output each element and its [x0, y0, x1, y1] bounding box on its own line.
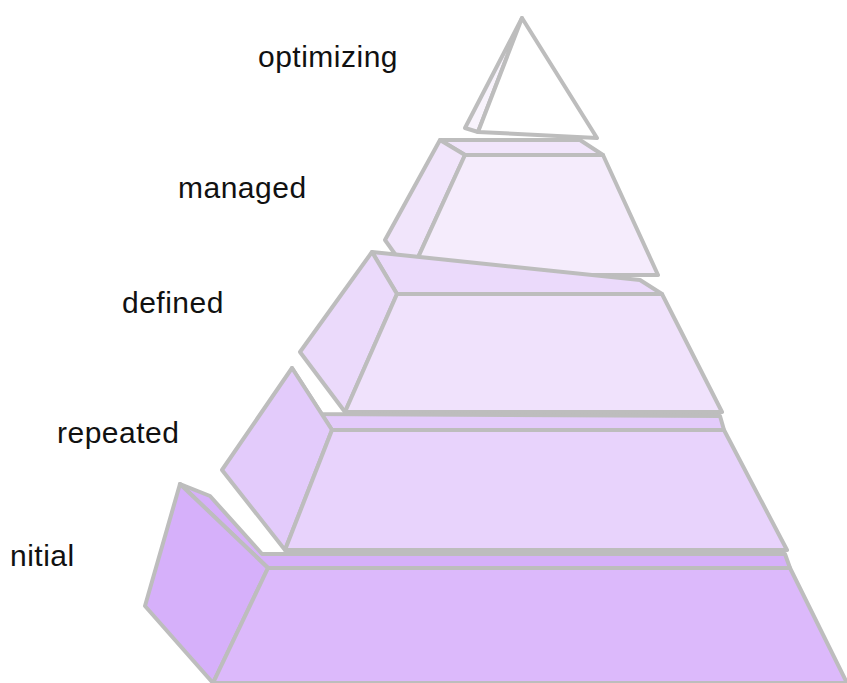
pyramid-level: defined: [0, 252, 847, 412]
layer-top-face: [292, 368, 724, 430]
pyramid-level: repeated: [0, 368, 847, 550]
pyramid-level: managed: [0, 140, 847, 275]
layer-front-face: [213, 568, 847, 683]
level-label: nitial: [10, 541, 75, 571]
layer-front-face: [478, 18, 597, 138]
layer-front-face: [410, 155, 658, 275]
pyramid-level: optimizing: [0, 18, 847, 138]
level-label: repeated: [57, 418, 179, 448]
layer-front-face: [285, 430, 787, 550]
layer-top-face: [180, 484, 790, 568]
pyramid-layer-shape: [0, 484, 847, 683]
level-label: managed: [178, 173, 307, 203]
layer-top-face: [372, 252, 662, 294]
pyramid-level: nitial: [0, 484, 847, 683]
level-label: defined: [122, 288, 224, 318]
pyramid-layer-shape: [0, 368, 847, 550]
pyramid-layer-shape: [0, 252, 847, 412]
pyramid-layer-shape: [0, 18, 847, 138]
level-label: optimizing: [258, 42, 398, 72]
pyramid-layer-shape: [0, 140, 847, 275]
layer-front-face: [345, 294, 722, 412]
